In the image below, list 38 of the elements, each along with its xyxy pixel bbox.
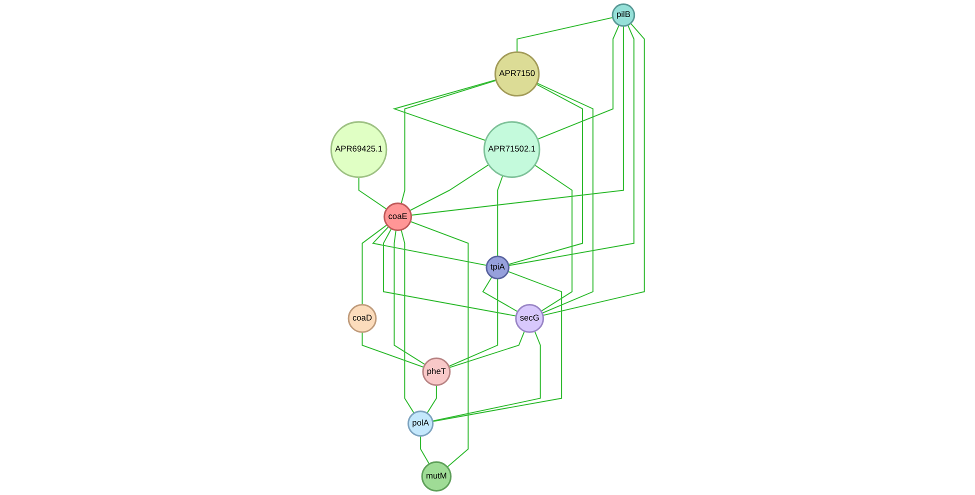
connector — [516, 16, 613, 52]
connector — [410, 221, 468, 468]
connector — [508, 84, 583, 265]
connector — [536, 82, 594, 314]
connector — [400, 80, 496, 204]
node-circle: polA — [407, 410, 434, 437]
connector — [361, 224, 388, 305]
connector — [448, 330, 525, 368]
connector — [448, 278, 498, 367]
node-circle: pheT — [422, 357, 450, 386]
connector — [508, 24, 634, 266]
node-circle: APR7150 — [494, 51, 540, 97]
connector — [400, 230, 414, 414]
connector — [482, 276, 518, 312]
connector — [410, 26, 624, 216]
connector — [534, 164, 572, 312]
connector — [420, 436, 430, 464]
connector — [426, 385, 437, 414]
node-circle: APR69425.1 — [330, 121, 387, 178]
node-circle: pilB — [612, 3, 635, 27]
connector — [372, 226, 486, 266]
connector — [358, 177, 387, 210]
connector — [496, 175, 503, 256]
connector — [432, 270, 562, 422]
node-circle: coaD — [347, 304, 376, 333]
node-circle: tpiA — [485, 256, 510, 280]
connector — [542, 22, 645, 316]
connector — [537, 24, 620, 140]
connector — [392, 79, 496, 141]
connector — [382, 228, 516, 316]
connector — [361, 332, 424, 368]
node-circle: secG — [514, 304, 544, 333]
node-circle: coaE — [383, 202, 412, 232]
connector — [409, 164, 489, 212]
node-circle: mutM — [420, 461, 452, 492]
node-circle: APR71502.1 — [483, 121, 540, 178]
connector — [393, 230, 426, 366]
connector — [432, 330, 541, 422]
